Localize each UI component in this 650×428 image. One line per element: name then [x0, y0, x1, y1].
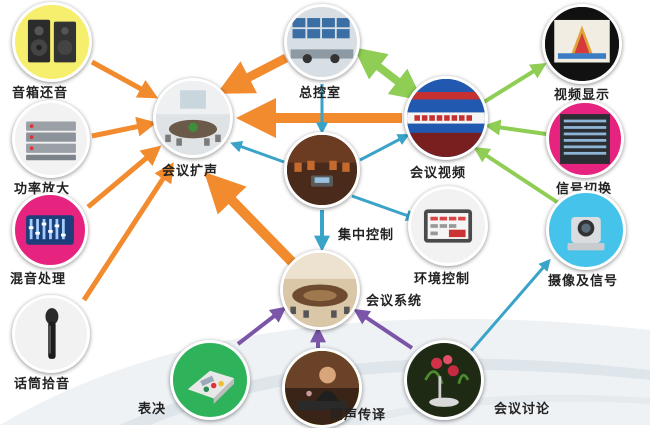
arrow-central-to-video: [360, 136, 406, 160]
signal-switch-node: [546, 100, 624, 178]
voting-node: [170, 340, 250, 420]
arrow-central-to-pa: [234, 144, 284, 162]
arrow-mixer-to-pa: [88, 150, 156, 207]
microphone-icon: [15, 298, 87, 370]
speaker-node: [12, 2, 92, 82]
conference-system-label: 会议系统: [366, 290, 422, 309]
arrow-discussion-to-camera: [470, 262, 548, 352]
arrow-microphone-to-pa: [84, 168, 170, 300]
camera-icon: [549, 193, 623, 267]
conference-system-node: [280, 250, 360, 330]
voting-device-icon: [173, 343, 247, 417]
arrow-master-video: [370, 60, 414, 94]
discussion-node: [404, 340, 484, 420]
conference-hall-icon: [283, 253, 357, 327]
environment-control-label: 环境控制: [414, 268, 470, 287]
discussion-label: 会议讨论: [494, 398, 550, 417]
conference-pa-node: [153, 78, 233, 158]
microphone-node: [12, 295, 90, 373]
camera-signal-node: [546, 190, 626, 270]
speaker-label: 音箱还音: [12, 82, 68, 101]
environment-control-node: [408, 186, 488, 266]
central-control-node: [284, 132, 360, 208]
video-screen-icon: [407, 79, 485, 157]
arrow-video-to-display: [484, 66, 542, 102]
arrow-speaker-to-pa: [92, 62, 152, 95]
interpretation-label: 同声传译: [330, 404, 386, 423]
control-room-icon: [287, 7, 357, 77]
mixer-label: 混音处理: [10, 268, 66, 287]
conference-video-node: [404, 76, 488, 160]
arrow-central-to-environment: [352, 196, 414, 218]
arrow-discussion-to-system: [358, 312, 412, 348]
discussion-microphone-icon: [407, 343, 481, 417]
amplifier-icon: [15, 103, 87, 175]
conference-video-label: 会议视频: [410, 162, 466, 181]
touch-panel-icon: [411, 189, 485, 263]
mixer-node: [12, 192, 88, 268]
master-control-node: [284, 4, 360, 80]
mixer-icon: [15, 195, 85, 265]
microphone-label: 话筒拾音: [14, 373, 70, 392]
central-control-label: 集中控制: [338, 224, 394, 243]
arrow-system-to-pa: [214, 182, 292, 262]
arrow-camera-to-video: [478, 150, 560, 204]
arrow-voting-to-system: [238, 310, 282, 344]
meeting-room-icon: [156, 81, 230, 155]
master-control-label: 总控室: [299, 82, 341, 101]
camera-signal-label: 摄像及信号: [548, 270, 618, 289]
conference-pa-label: 会议扩声: [162, 160, 218, 179]
switcher-icon: [549, 103, 621, 175]
control-panel-icon: [287, 135, 357, 205]
arrow-amplifier-to-pa: [92, 124, 150, 136]
amplifier-node: [12, 100, 90, 178]
arrow-switch-to-video: [490, 126, 546, 134]
video-display-node: [542, 4, 622, 84]
display-screen-icon: [545, 7, 619, 81]
voting-label: 表决: [138, 398, 166, 417]
arrow-master-to-pa: [228, 58, 286, 88]
speaker-icon: [15, 5, 89, 79]
